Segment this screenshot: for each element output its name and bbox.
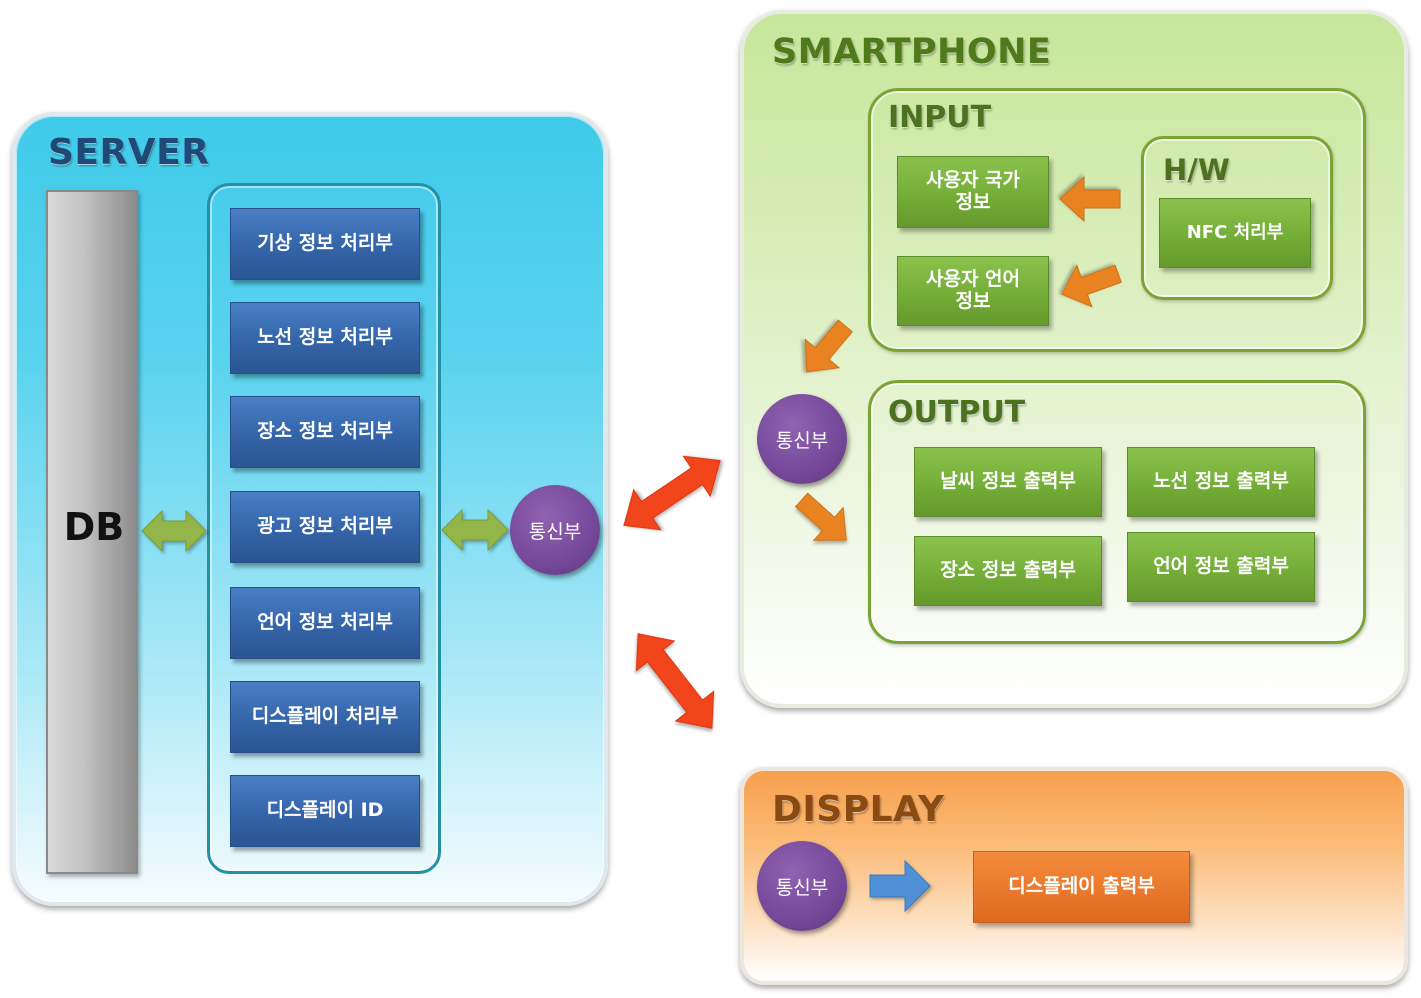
server-module-group (207, 183, 441, 874)
output-place: 장소 정보 출력부 (914, 536, 1102, 606)
display-title: DISPLAY (772, 789, 945, 830)
db-label: DB (63, 505, 125, 549)
output-group (868, 380, 1366, 644)
server-smartphone-double-arrow (623, 455, 721, 531)
server-module-display-id: 디스플레이 ID (230, 775, 420, 847)
hw-nfc-processor: NFC 처리부 (1159, 198, 1311, 268)
hw-group (1141, 136, 1333, 300)
smartphone-comm-circle: 통신부 (757, 394, 847, 484)
output-language: 언어 정보 출력부 (1127, 532, 1315, 602)
input-user-language: 사용자 언어 정보 (897, 256, 1049, 326)
server-module-weather: 기상 정보 처리부 (230, 208, 420, 280)
server-title: SERVER (48, 132, 210, 173)
server-display-double-arrow (635, 633, 715, 729)
server-module-display: 디스플레이 처리부 (230, 681, 420, 753)
hw-title: H/W (1163, 153, 1230, 187)
server-module-language: 언어 정보 처리부 (230, 587, 420, 659)
display-output: 디스플레이 출력부 (973, 851, 1190, 923)
input-user-country: 사용자 국가 정보 (897, 156, 1049, 228)
input-title: INPUT (888, 100, 992, 135)
output-weather: 날씨 정보 출력부 (914, 447, 1102, 517)
output-route: 노선 정보 출력부 (1127, 447, 1315, 517)
input-group (868, 88, 1366, 352)
db-cylinder (46, 190, 138, 874)
server-module-place: 장소 정보 처리부 (230, 396, 420, 468)
display-comm-circle: 통신부 (757, 841, 847, 931)
output-title: OUTPUT (888, 395, 1026, 430)
server-comm-circle: 통신부 (510, 485, 600, 575)
server-module-route: 노선 정보 처리부 (230, 302, 420, 374)
server-module-ad: 광고 정보 처리부 (230, 491, 420, 563)
smartphone-title: SMARTPHONE (772, 32, 1052, 72)
